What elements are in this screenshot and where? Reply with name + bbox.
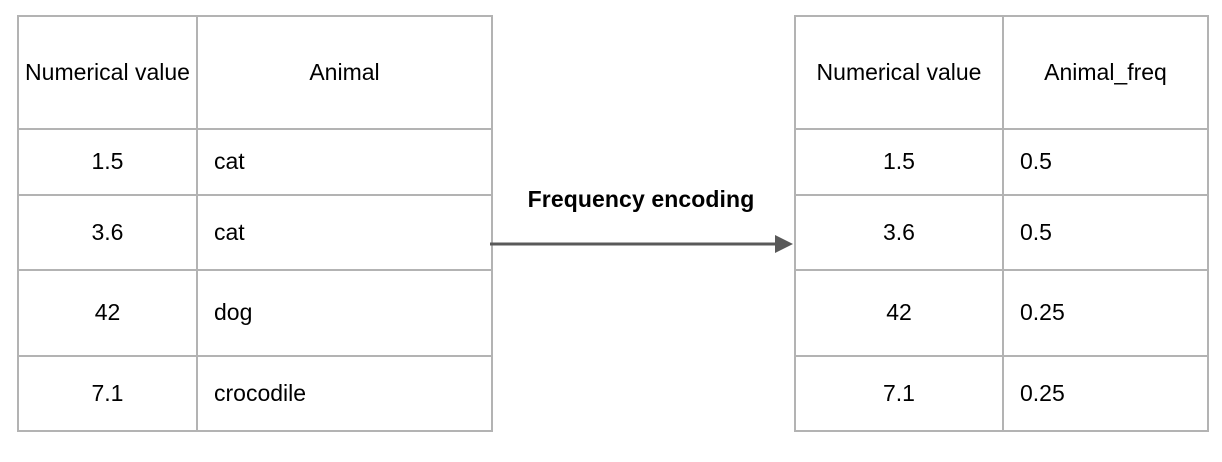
cell-animal: cat: [196, 128, 493, 196]
table-row: 1.5 cat: [17, 128, 493, 196]
column-header-animal: Animal: [196, 15, 493, 130]
cell-animal: dog: [196, 269, 493, 357]
cell-numerical-value: 42: [794, 269, 1004, 357]
cell-animal-freq: 0.25: [1002, 355, 1209, 432]
transform-group: Frequency encoding: [489, 186, 799, 266]
table-row: 1.5 0.5: [794, 128, 1209, 196]
table-row: 3.6 0.5: [794, 194, 1209, 271]
cell-animal-freq: 0.5: [1002, 194, 1209, 271]
table-row: 3.6 cat: [17, 194, 493, 271]
table-header-row: Numerical value Animal_freq: [794, 15, 1209, 130]
cell-animal: crocodile: [196, 355, 493, 432]
cell-numerical-value: 3.6: [17, 194, 198, 271]
source-table: Numerical value Animal 1.5 cat 3.6 cat 4…: [17, 15, 493, 432]
cell-numerical-value: 1.5: [17, 128, 198, 196]
cell-numerical-value: 1.5: [794, 128, 1004, 196]
column-header-animal-freq: Animal_freq: [1002, 15, 1209, 130]
encoded-table: Numerical value Animal_freq 1.5 0.5 3.6 …: [794, 15, 1209, 432]
table-header-row: Numerical value Animal: [17, 15, 493, 130]
cell-numerical-value: 3.6: [794, 194, 1004, 271]
cell-numerical-value: 7.1: [794, 355, 1004, 432]
arrow-right-icon: [490, 235, 793, 253]
column-header-numerical-value: Numerical value: [794, 15, 1004, 130]
cell-animal-freq: 0.25: [1002, 269, 1209, 357]
cell-animal-freq: 0.5: [1002, 128, 1209, 196]
cell-numerical-value: 42: [17, 269, 198, 357]
cell-animal: cat: [196, 194, 493, 271]
cell-numerical-value: 7.1: [17, 355, 198, 432]
table-row: 7.1 0.25: [794, 355, 1209, 432]
table-row: 42 0.25: [794, 269, 1209, 357]
column-header-numerical-value: Numerical value: [17, 15, 198, 130]
table-row: 7.1 crocodile: [17, 355, 493, 432]
transform-label: Frequency encoding: [527, 186, 755, 212]
table-row: 42 dog: [17, 269, 493, 357]
